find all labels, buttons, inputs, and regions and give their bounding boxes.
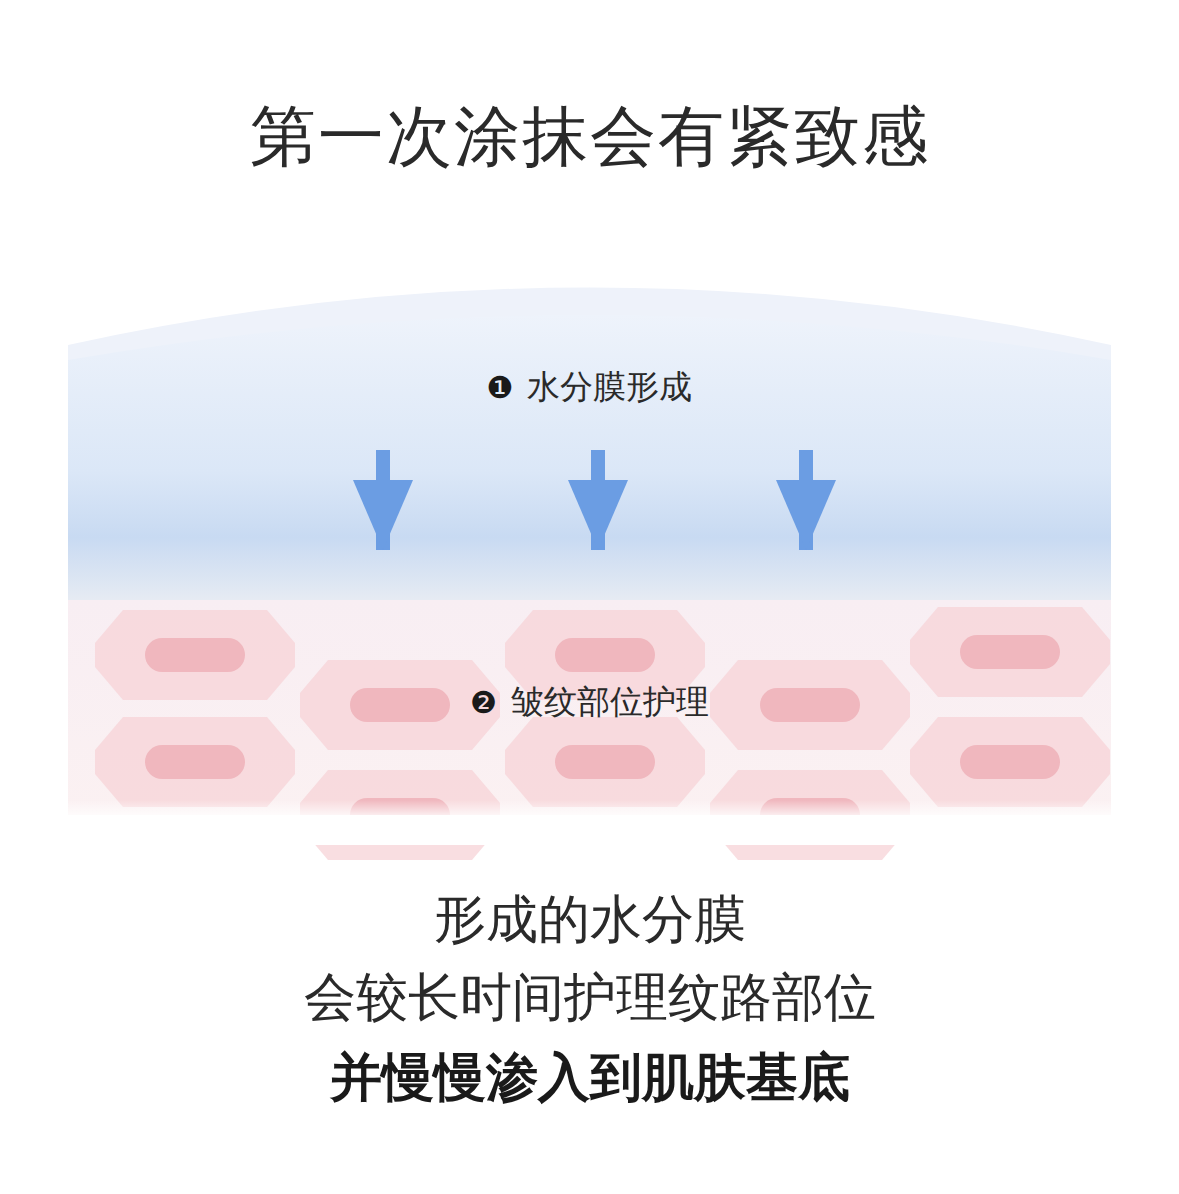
caption: 形成的水分膜 会较长时间护理纹路部位 <box>240 880 940 1036</box>
skin-cell <box>910 607 1110 697</box>
skin-cell <box>710 660 910 750</box>
skin-cell <box>95 717 295 807</box>
skin-cell <box>300 660 500 750</box>
title: 第一次涂抹会有紧致感 <box>0 92 1179 182</box>
callout-number: ❷ <box>470 685 497 720</box>
skin-cell <box>505 717 705 807</box>
film-layer: ❶ 水分膜形成 <box>68 330 1111 450</box>
cell-nucleus <box>960 635 1060 669</box>
cell-nucleus <box>960 745 1060 779</box>
callout-number: ❶ <box>487 370 514 405</box>
layer-label: 皱纹部位护理 <box>511 680 709 725</box>
skin-band <box>68 600 1111 815</box>
fade <box>68 800 1111 820</box>
cell-nucleus <box>145 638 245 672</box>
flow-arrow <box>799 450 813 550</box>
skin-cells <box>68 607 1111 860</box>
flow-arrow <box>591 450 605 550</box>
cell-nucleus <box>555 638 655 672</box>
skin-layer: ❷ 皱纹部位护理 <box>68 550 1111 815</box>
cell-nucleus <box>760 688 860 722</box>
cell-nucleus <box>145 745 245 779</box>
film-outer <box>68 288 1111 601</box>
water-film-band <box>68 315 1111 600</box>
skin-cell <box>95 610 295 700</box>
flow-arrow <box>376 450 390 550</box>
skin-cell <box>910 717 1110 807</box>
layer-label: 水分膜形成 <box>527 365 692 410</box>
cell-nucleus <box>555 745 655 779</box>
cell-nucleus <box>350 688 450 722</box>
emphasis-note: 并慢慢渗入到肌肤基底 <box>0 1043 1179 1113</box>
